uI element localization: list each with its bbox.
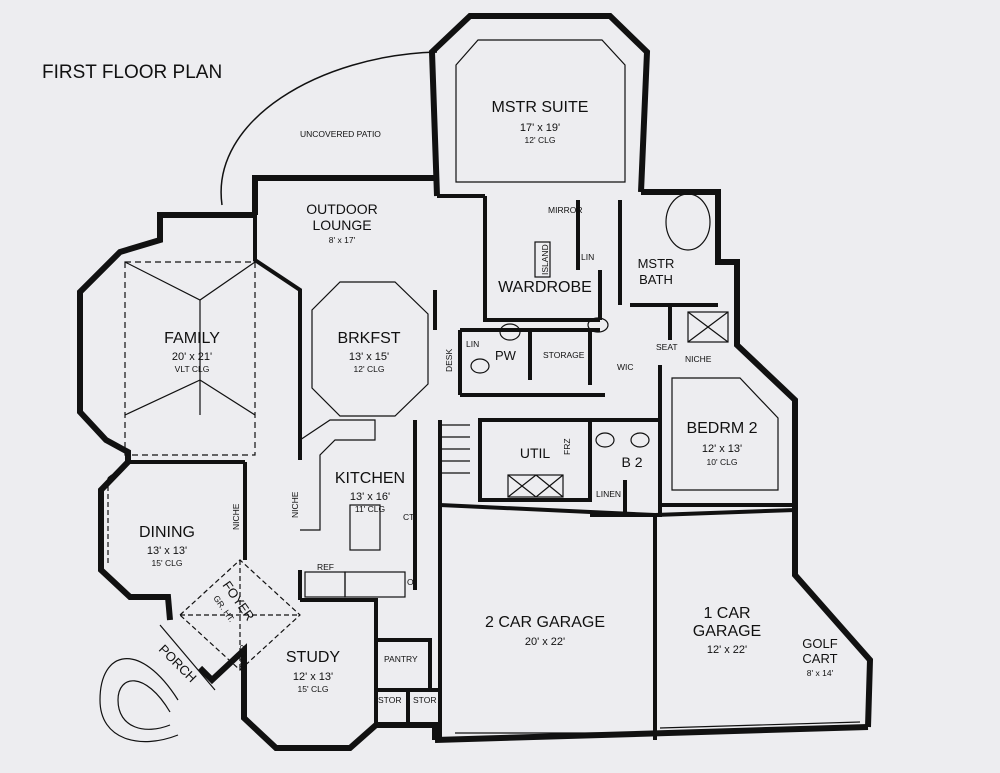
island-label: ISLAND [540,244,550,275]
dining-clg: 15' CLG [152,558,183,568]
family-name: FAMILY [164,330,220,347]
exterior-walls [77,13,874,751]
lin-label-wardrobe: LIN [581,252,594,262]
wic-label: WIC [617,362,634,372]
room-dining: DINING 13' x 13' 15' CLG [139,524,195,568]
b2-label: B 2 [621,454,642,470]
kitchen-name: KITCHEN [335,470,405,487]
dining-dim: 13' x 13' [147,545,187,557]
garage1-name-1: 1 CAR [703,605,750,622]
study-name: STUDY [286,649,341,666]
kitchen-clg: 11' CLG [355,504,385,514]
mirror-label: MIRROR [548,205,582,215]
outdoor-lounge-name-1: OUTDOOR [306,201,378,217]
interior-walls [128,194,796,740]
seat-label: SEAT [656,342,678,352]
linen-label: LINEN [596,489,621,499]
brkfst-clg: 12' CLG [354,364,385,374]
dining-name: DINING [139,524,195,541]
room-mstr-bath: MSTR BATH [638,256,675,287]
stor-label-1: STOR [378,695,401,705]
brkfst-name: BRKFST [337,330,400,347]
garage2-name: 2 CAR GARAGE [485,614,605,631]
room-golf-cart: GOLF CART 8' x 14' [802,636,837,678]
mstr-suite-name: MSTR SUITE [492,99,589,116]
stor-label-2: STOR [413,695,436,705]
mstr-bath-name-1: MSTR [638,256,675,271]
pantry-label: PANTRY [384,654,418,664]
plan-title: FIRST FLOOR PLAN [42,62,222,83]
room-bedrm2: BEDRM 2 12' x 13' 10' CLG [686,420,757,467]
room-mstr-suite: MSTR SUITE 17' x 19' 12' CLG [492,99,589,145]
bedrm2-name: BEDRM 2 [686,420,757,437]
desk-label: DESK [444,349,454,372]
room-brkfst: BRKFST 13' x 15' 12' CLG [337,330,400,374]
golf-cart-name-1: GOLF [802,636,837,651]
kitchen-dim: 13' x 16' [350,491,390,503]
study-dim: 12' x 13' [293,671,333,683]
mstr-bath-name-2: BATH [639,272,673,287]
mstr-suite-dim: 17' x 19' [520,122,560,134]
niche-label-bath: NICHE [685,354,712,364]
lin-label-pw: LIN [466,339,479,349]
golf-cart-name-2: CART [802,651,837,666]
ref-label: REF [317,562,334,572]
storage-label: STORAGE [543,350,585,360]
wardrobe-label: WARDROBE [498,279,592,296]
stor-label-foyer: STOR [238,645,248,668]
room-kitchen: KITCHEN 13' x 16' 11' CLG [335,470,405,514]
garage2-dim: 20' x 22' [525,636,565,648]
study-clg: 15' CLG [298,684,329,694]
bedrm2-clg: 10' CLG [707,457,738,467]
fixture-lines [99,39,861,743]
family-dim: 20' x 21' [172,351,212,363]
patio-outline [220,51,438,206]
family-clg: VLT CLG [175,364,210,374]
room-family: FAMILY 20' x 21' VLT CLG [164,330,220,374]
room-study: STUDY 12' x 13' 15' CLG [286,649,341,694]
room-1-car-garage: 1 CAR GARAGE 12' x 22' [693,605,761,656]
room-outdoor-lounge: OUTDOOR LOUNGE 8' x 17' [306,201,378,245]
ct-label: CT [403,512,414,522]
o-label: O [407,577,414,587]
golf-cart-dim: 8' x 14' [807,668,834,678]
frz-label: FRZ [562,438,572,455]
garage1-name-2: GARAGE [693,623,761,640]
util-label: UTIL [520,445,551,461]
room-2-car-garage: 2 CAR GARAGE 20' x 22' [485,614,605,648]
outdoor-lounge-name-2: LOUNGE [312,217,371,233]
brkfst-dim: 13' x 15' [349,351,389,363]
uncovered-patio-label: UNCOVERED PATIO [300,129,381,139]
outdoor-lounge-dim: 8' x 17' [329,235,356,245]
mstr-suite-clg: 12' CLG [525,135,556,145]
niche-label-dining: NICHE [231,503,241,530]
garage1-dim: 12' x 22' [707,644,747,656]
niche-label-kitchen: NICHE [290,491,300,518]
pw-label: PW [495,348,517,363]
bedrm2-dim: 12' x 13' [702,443,742,455]
